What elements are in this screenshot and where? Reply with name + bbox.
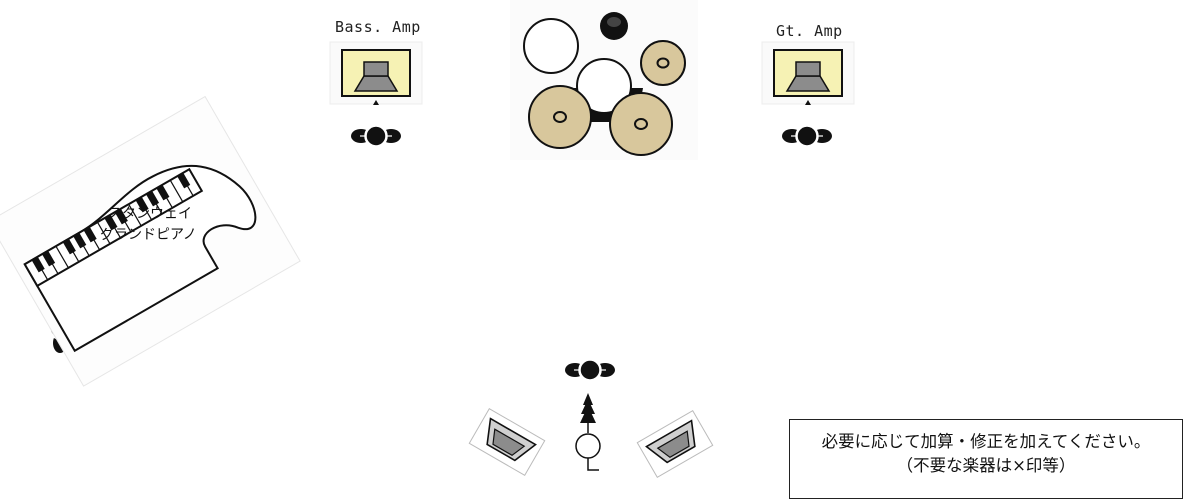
note-line2: （不要な楽器は×印等） [896, 456, 1076, 475]
guitar-amp-icon [761, 41, 855, 106]
piano-label-line1: スタンウェイ [108, 206, 192, 222]
instruction-note: 必要に応じて加算・修正を加えてください。 （不要な楽器は×印等） [789, 419, 1183, 499]
drum-kit-icon [510, 0, 698, 160]
bass-amp-icon [329, 41, 423, 106]
grand-piano-icon [0, 95, 301, 387]
piano-label: スタンウェイ グランドピアノ [100, 204, 197, 246]
vocal-mic-icon [575, 393, 601, 471]
guitar-player-icon [780, 124, 834, 148]
piano-label-line2: グランドピアノ [100, 227, 197, 243]
bass-amp-label: Bass. Amp [335, 18, 421, 36]
vocalist-icon [563, 358, 617, 382]
note-line1: 必要に応じて加算・修正を加えてください。 [821, 432, 1151, 451]
wedge-monitor-right-icon [636, 409, 714, 479]
guitar-amp-label: Gt. Amp [776, 22, 843, 40]
wedge-monitor-left-icon [468, 407, 546, 477]
bass-player-icon [349, 124, 403, 148]
